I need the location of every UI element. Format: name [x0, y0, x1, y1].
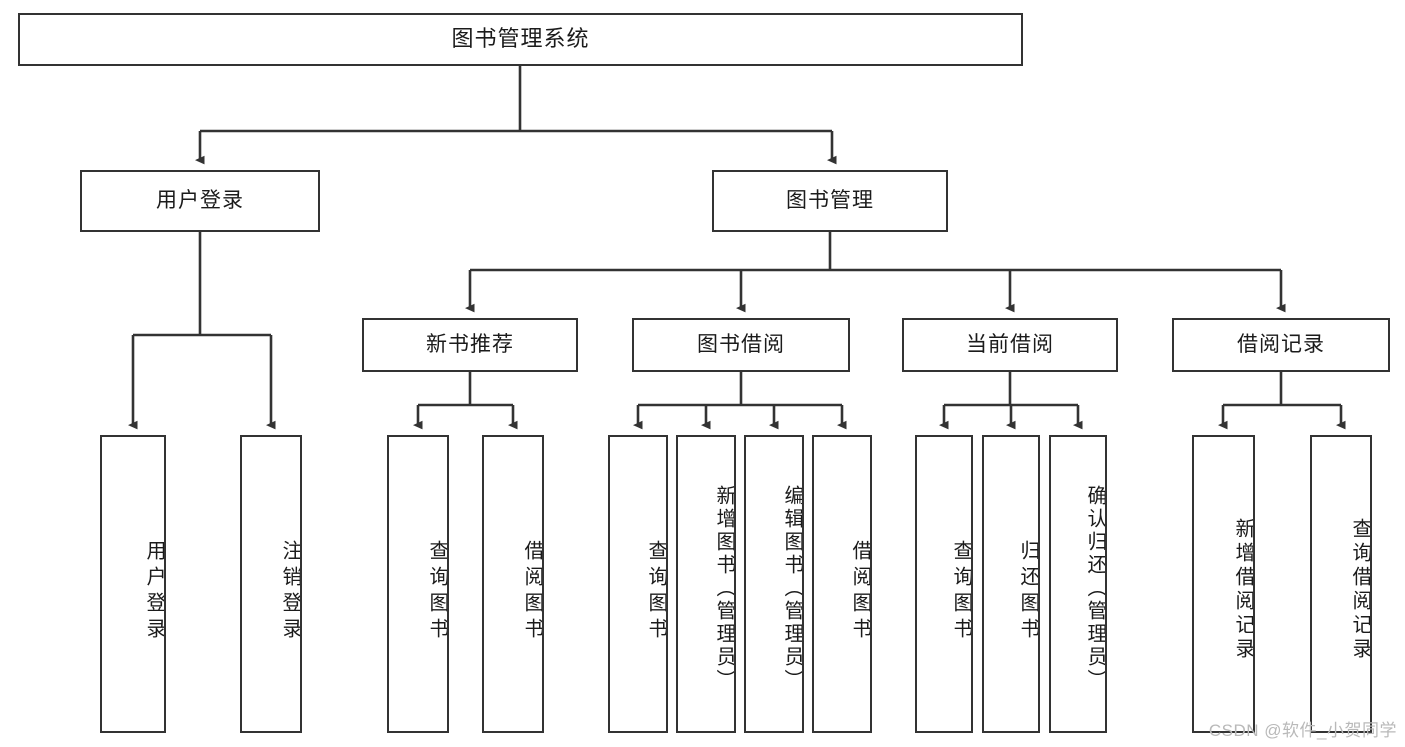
leaf-borrow-book-borrow[interactable]: 借阅图书 [812, 435, 872, 733]
node-book-manage[interactable]: 图书管理 [712, 170, 948, 232]
node-new-book-recommend[interactable]: 新书推荐 [362, 318, 578, 372]
node-new-book-recommend-label: 新书推荐 [426, 333, 514, 357]
node-current-borrow-label: 当前借阅 [966, 333, 1054, 357]
node-root-label: 图书管理系统 [451, 26, 590, 52]
watermark: CSDN @软件_小贺同学 [1208, 721, 1397, 740]
node-root[interactable]: 图书管理系统 [18, 13, 1023, 66]
node-book-borrow[interactable]: 图书借阅 [632, 318, 850, 372]
leaf-add-borrow-record[interactable]: 新增借阅记录 [1192, 435, 1255, 733]
node-borrow-record-label: 借阅记录 [1237, 333, 1325, 357]
leaf-logout[interactable]: 注销登录 [240, 435, 302, 733]
node-book-manage-label: 图书管理 [786, 189, 874, 213]
leaf-edit-book-admin[interactable]: 编辑图书（管理员） [744, 435, 804, 733]
leaf-add-book-admin[interactable]: 新增图书（管理员） [676, 435, 736, 733]
leaf-borrow-book-recommend[interactable]: 借阅图书 [482, 435, 544, 733]
leaf-return-book[interactable]: 归还图书 [982, 435, 1040, 733]
leaf-query-book-current[interactable]: 查询图书 [915, 435, 973, 733]
leaf-query-book-recommend[interactable]: 查询图书 [387, 435, 449, 733]
leaf-query-borrow-record[interactable]: 查询借阅记录 [1310, 435, 1372, 733]
node-user-login-label: 用户登录 [156, 189, 244, 213]
leaf-query-book-borrow[interactable]: 查询图书 [608, 435, 668, 733]
node-book-borrow-label: 图书借阅 [697, 333, 785, 357]
node-borrow-record[interactable]: 借阅记录 [1172, 318, 1390, 372]
leaf-confirm-return-admin[interactable]: 确认归还（管理员） [1049, 435, 1107, 733]
node-user-login[interactable]: 用户登录 [80, 170, 320, 232]
node-current-borrow[interactable]: 当前借阅 [902, 318, 1118, 372]
leaf-user-login[interactable]: 用户登录 [100, 435, 166, 733]
